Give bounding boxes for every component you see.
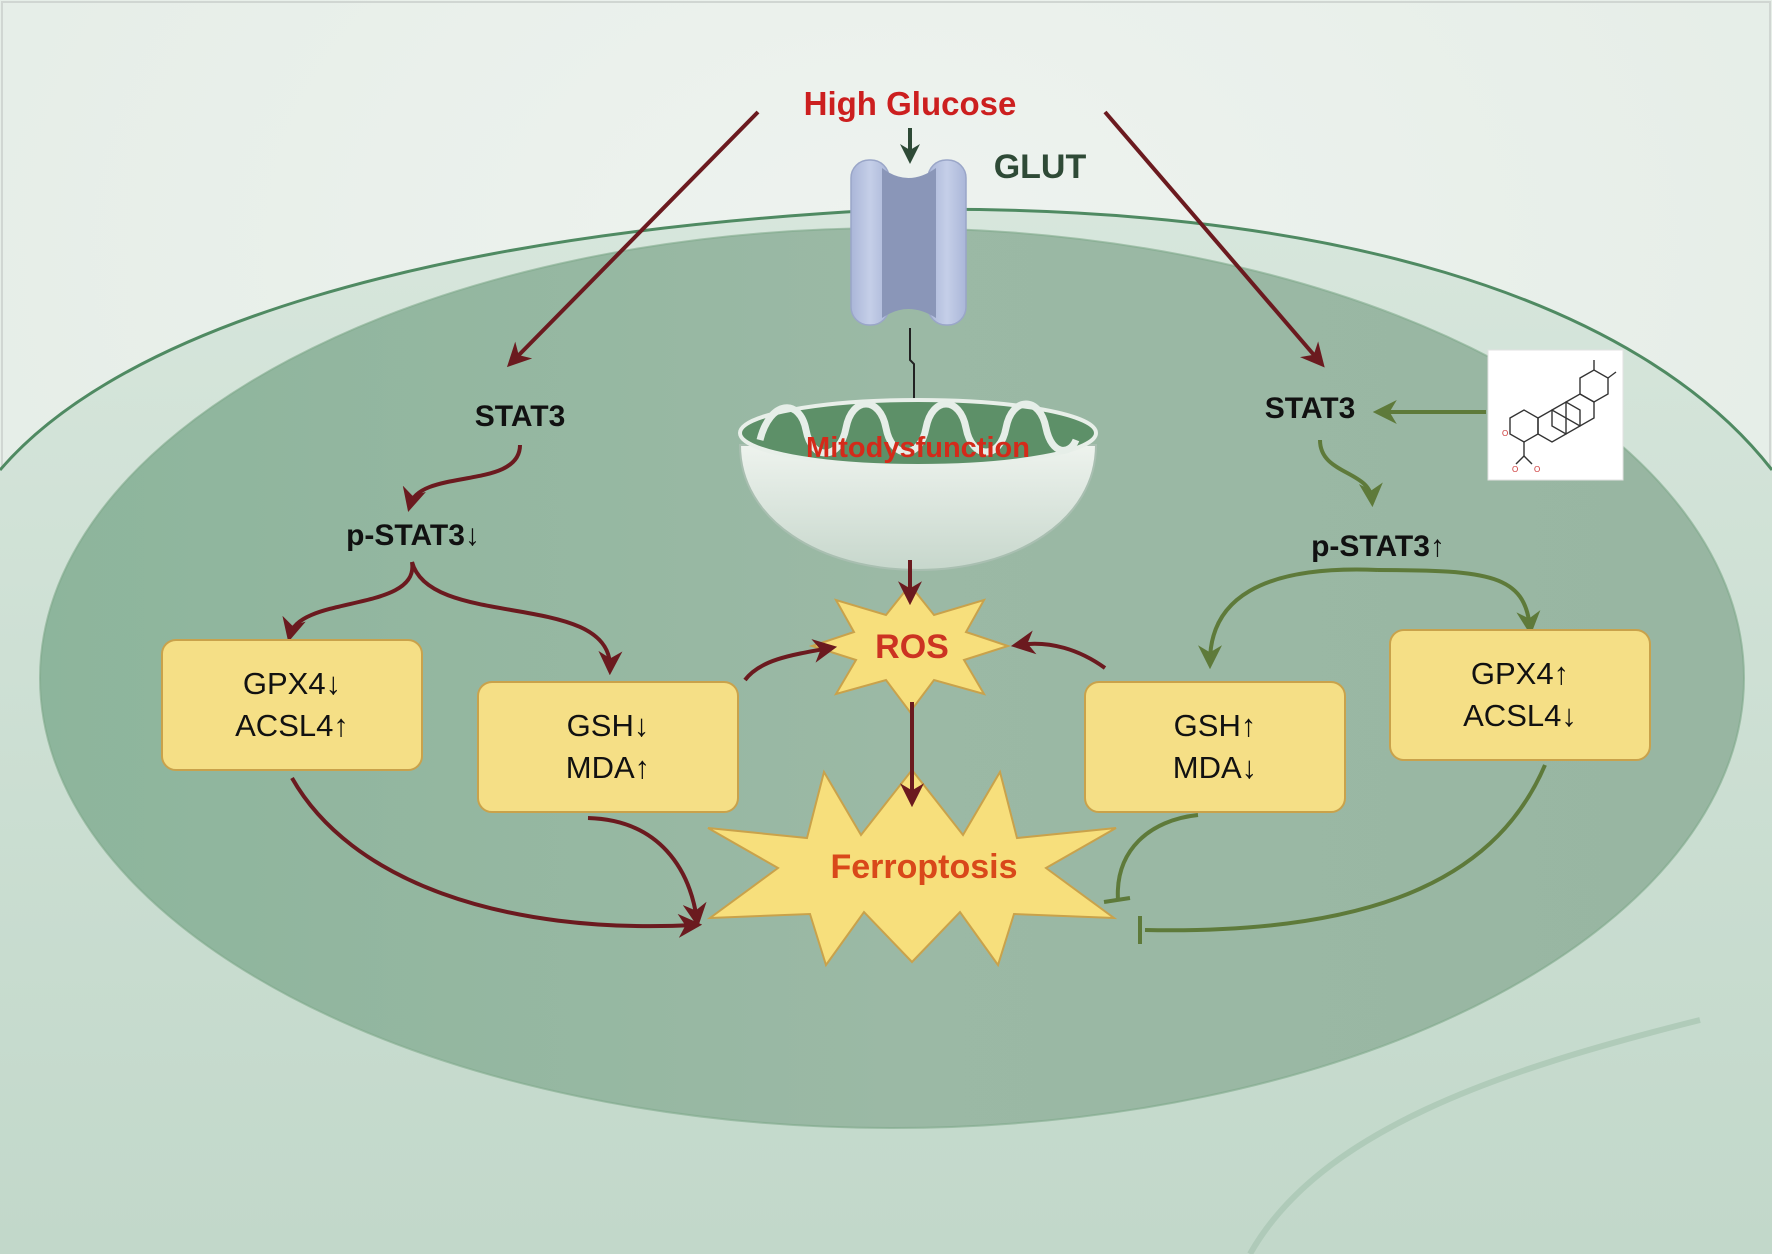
svg-text:O: O [1512, 465, 1518, 474]
high-glucose-label: High Glucose [804, 85, 1017, 122]
right-gsh-inhibits-ferroptosis [1115, 813, 1199, 901]
right-pstat3-label: p-STAT3↑ [1311, 530, 1445, 563]
right-gpx4-text: GPX4↑ [1471, 656, 1569, 691]
right-pstat3-to-gpx4-arrow [1377, 568, 1541, 636]
glucose-to-left-stat3-arrow [506, 110, 760, 368]
right-mda-text: MDA↓ [1173, 750, 1257, 785]
left-pstat3-label: p-STAT3↓ [346, 519, 480, 552]
left-stat3-label: STAT3 [475, 400, 566, 433]
chemical-structure-icon: O O O [1487, 349, 1624, 481]
left-gsh-mda-box: GSH↓ MDA↑ [477, 681, 739, 813]
ros-label: ROS [875, 628, 949, 666]
glut-transporter [850, 159, 967, 326]
ferroptosis-burst [706, 768, 1118, 968]
left-gpx4-acsl4-box: GPX4↓ ACSL4↑ [161, 639, 423, 771]
right-acsl4-text: ACSL4↓ [1463, 698, 1577, 733]
right-stat3-label: STAT3 [1265, 392, 1356, 425]
right-gsh-to-ros-arrow [1010, 630, 1107, 670]
right-gsh-mda-box: GSH↑ MDA↓ [1084, 681, 1346, 813]
svg-text:O: O [1502, 429, 1508, 438]
left-gsh-text: GSH↓ [567, 708, 650, 743]
left-stat3-to-pstat3-arrow [402, 444, 522, 512]
right-gpx4-inhibits-ferroptosis [1144, 764, 1547, 933]
mitodysfunction-label: Mitodysfunction [806, 432, 1030, 464]
left-gsh-to-ferroptosis-arrow [587, 816, 707, 928]
right-gpx4-acsl4-box: GPX4↑ ACSL4↓ [1389, 629, 1651, 761]
inhibition-bar-1 [1103, 896, 1131, 904]
glucose-to-right-stat3-arrow [1103, 110, 1325, 368]
right-pstat3-to-gsh-arrow [1198, 567, 1379, 670]
glut-label: GLUT [994, 148, 1087, 186]
glut-to-mito-arrow [908, 328, 920, 431]
left-pstat3-to-gsh-arrow [410, 561, 623, 676]
left-gpx4-to-ferroptosis-arrow [290, 777, 703, 938]
right-gsh-text: GSH↑ [1174, 708, 1257, 743]
left-gsh-to-ros-arrow [743, 639, 838, 682]
right-stat3-to-pstat3-arrow [1318, 439, 1383, 508]
left-mda-text: MDA↑ [566, 750, 650, 785]
ferroptosis-label: Ferroptosis [830, 848, 1017, 886]
left-pstat3-to-gpx4-arrow [282, 561, 415, 642]
left-gpx4-text: GPX4↓ [243, 666, 341, 701]
svg-text:O: O [1534, 465, 1540, 474]
left-acsl4-text: ACSL4↑ [235, 708, 349, 743]
dish-highlight [1247, 1017, 1701, 1256]
mitochondrion-icon [738, 398, 1098, 572]
